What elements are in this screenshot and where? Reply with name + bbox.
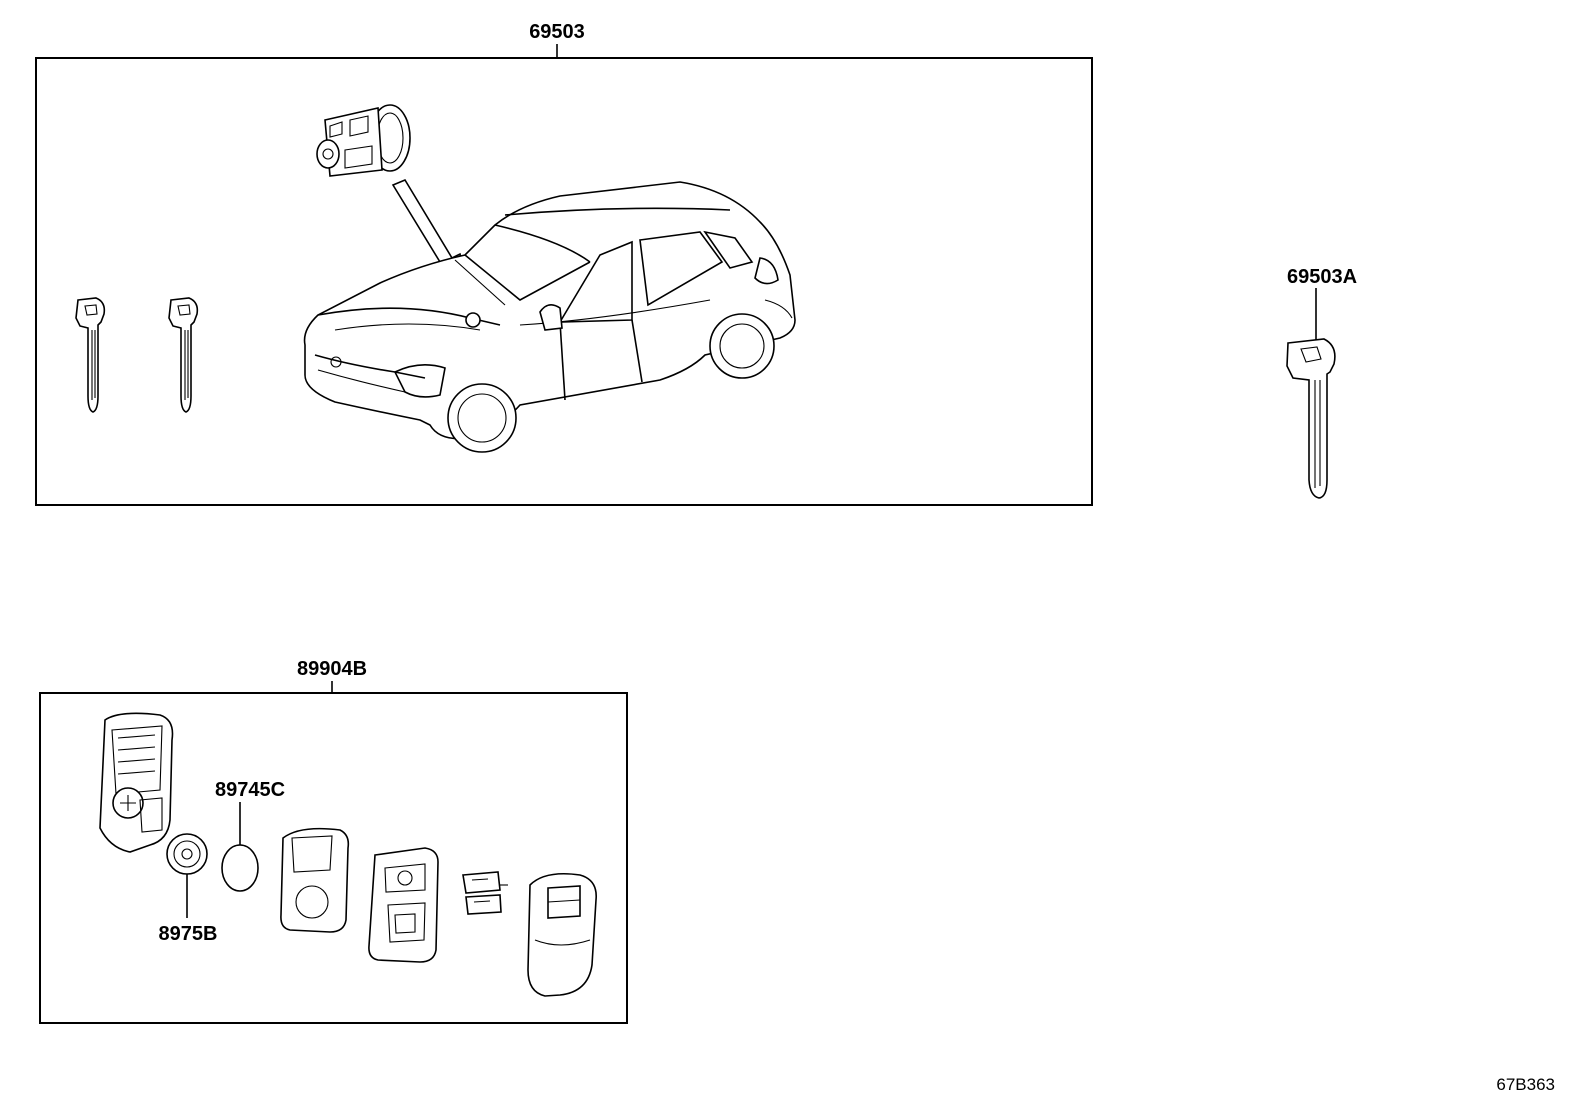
kit-box-89904B <box>39 692 628 1024</box>
label-8975B[interactable]: 8975B <box>159 923 218 945</box>
group-89904B: 89904B 8975B 89745C <box>39 658 628 1024</box>
label-89904B[interactable]: 89904B <box>297 658 367 680</box>
group-69503A: 69503A <box>1286 266 1357 499</box>
ring-8975B-icon[interactable] <box>166 833 208 875</box>
marker-circle <box>465 312 481 328</box>
key-blade-right-icon[interactable] <box>168 297 199 413</box>
vehicle-hatchback-icon <box>303 181 796 453</box>
coin-battery-icon[interactable] <box>221 844 259 892</box>
switch-part-icon[interactable] <box>462 871 508 915</box>
figure-code: 67B363 <box>1496 1075 1555 1094</box>
key-blade-left-icon[interactable] <box>75 297 106 413</box>
label-69503A[interactable]: 69503A <box>1287 266 1357 288</box>
circuit-board-icon[interactable] <box>368 847 439 963</box>
label-69503[interactable]: 69503 <box>529 21 585 43</box>
lock-cylinder-icon[interactable] <box>316 104 411 177</box>
remote-case-front-icon[interactable] <box>527 872 597 997</box>
group-69503: 69503 <box>35 21 1093 506</box>
transponder-key-blade-icon[interactable] <box>1286 338 1336 499</box>
remote-case-back-icon[interactable] <box>99 712 174 853</box>
kit-box-69503 <box>35 57 1093 506</box>
seal-plate-icon[interactable] <box>280 827 350 933</box>
label-89745C[interactable]: 89745C <box>215 779 285 801</box>
